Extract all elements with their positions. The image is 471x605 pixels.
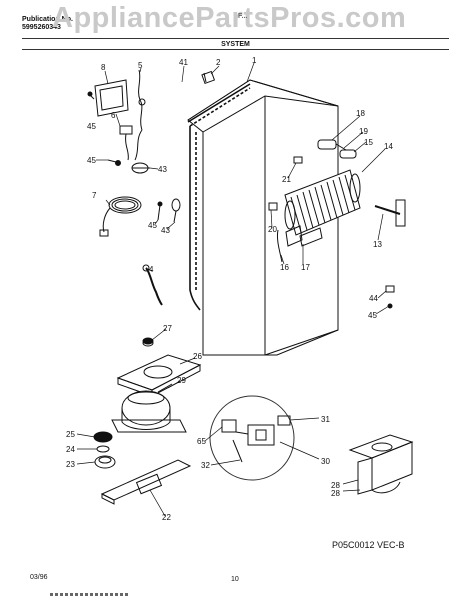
part-harness-5-6 <box>119 69 146 161</box>
callout: 26 <box>193 352 202 361</box>
part-bracket-8 <box>94 79 129 117</box>
callout: 30 <box>321 457 330 466</box>
part-drier-18-19 <box>317 139 357 159</box>
callout: 24 <box>66 445 75 454</box>
callout: 18 <box>356 109 365 118</box>
callout: 45 <box>148 221 157 230</box>
callout: 20 <box>268 225 277 234</box>
screw-45-right <box>387 303 393 309</box>
callout: 13 <box>373 240 382 249</box>
cabinet <box>187 79 339 356</box>
callout: 32 <box>201 461 210 470</box>
footer-mark <box>50 593 130 596</box>
part-43-upper <box>131 162 150 174</box>
coil-assembly-17 <box>284 169 361 247</box>
part-44 <box>385 285 395 293</box>
callout: 44 <box>369 294 378 303</box>
callout: 45 <box>87 122 96 131</box>
header-rule-top <box>22 38 449 39</box>
callout: 19 <box>359 127 368 136</box>
callout: 7 <box>92 191 97 200</box>
drawing-code: P05C0012 VEC-B <box>332 540 405 550</box>
callout: 4 <box>149 265 154 274</box>
callout: 22 <box>162 513 171 522</box>
callout: 14 <box>384 142 393 151</box>
callout: 23 <box>66 460 75 469</box>
part-21 <box>293 156 303 164</box>
callout: 41 <box>179 58 188 67</box>
part-28 <box>348 434 414 495</box>
callout: 27 <box>163 324 172 333</box>
callout: 17 <box>301 263 310 272</box>
callout: 31 <box>321 415 330 424</box>
part-relay-30 <box>209 395 295 481</box>
section-title: SYSTEM <box>221 41 250 48</box>
part-25 <box>93 431 113 443</box>
part-tube-2 <box>201 70 216 85</box>
part-43-lower <box>171 198 181 223</box>
callout: 5 <box>138 61 143 70</box>
model-number: F... <box>238 13 248 20</box>
callout: 15 <box>364 138 373 147</box>
callout: 1 <box>252 56 257 65</box>
callout: 8 <box>101 63 106 72</box>
callout: 28 <box>331 489 340 498</box>
publication-label: Publication No. <box>22 16 73 23</box>
part-23 <box>94 455 116 469</box>
callout: 43 <box>158 165 167 174</box>
part-grommet-27 <box>142 337 154 347</box>
condenser-tubing <box>187 83 251 311</box>
callout-labels-extra: 45 45 43 45 28 <box>87 156 377 498</box>
screw-45-mid <box>107 159 121 166</box>
callout: 25 <box>66 430 75 439</box>
publication-date: 03/96 <box>30 574 48 581</box>
leader-lines <box>76 62 390 517</box>
part-base-22 <box>100 459 192 505</box>
part-power-cord-7 <box>99 196 142 237</box>
callout: 65 <box>197 437 206 446</box>
page-number: 10 <box>231 576 239 583</box>
screw-45-lower <box>157 201 163 221</box>
part-drain-pan-26 <box>116 354 202 397</box>
part-24 <box>96 445 110 453</box>
callout: 21 <box>282 175 291 184</box>
part-tube-16 <box>277 229 283 263</box>
callout: 2 <box>216 58 221 67</box>
part-13 <box>374 199 406 227</box>
part-20 <box>268 202 278 211</box>
callout: 43 <box>161 226 170 235</box>
callout-labels: 1 2 4 5 6 7 8 13 14 15 16 17 18 19 20 21… <box>66 56 393 522</box>
callout: 45 <box>368 311 377 320</box>
header-rule-bottom <box>22 49 449 50</box>
callout: 45 <box>87 156 96 165</box>
callout: 6 <box>111 111 116 120</box>
part-compressor-29 <box>111 383 187 433</box>
callout: 29 <box>177 376 186 385</box>
publication-number: 5995260343 <box>22 24 61 31</box>
callout: 28 <box>331 481 340 490</box>
callout: 16 <box>280 263 289 272</box>
watermark: AppliancePartsPros.com <box>52 2 407 34</box>
screw-45-top <box>87 91 95 100</box>
part-tube-4 <box>142 264 163 306</box>
